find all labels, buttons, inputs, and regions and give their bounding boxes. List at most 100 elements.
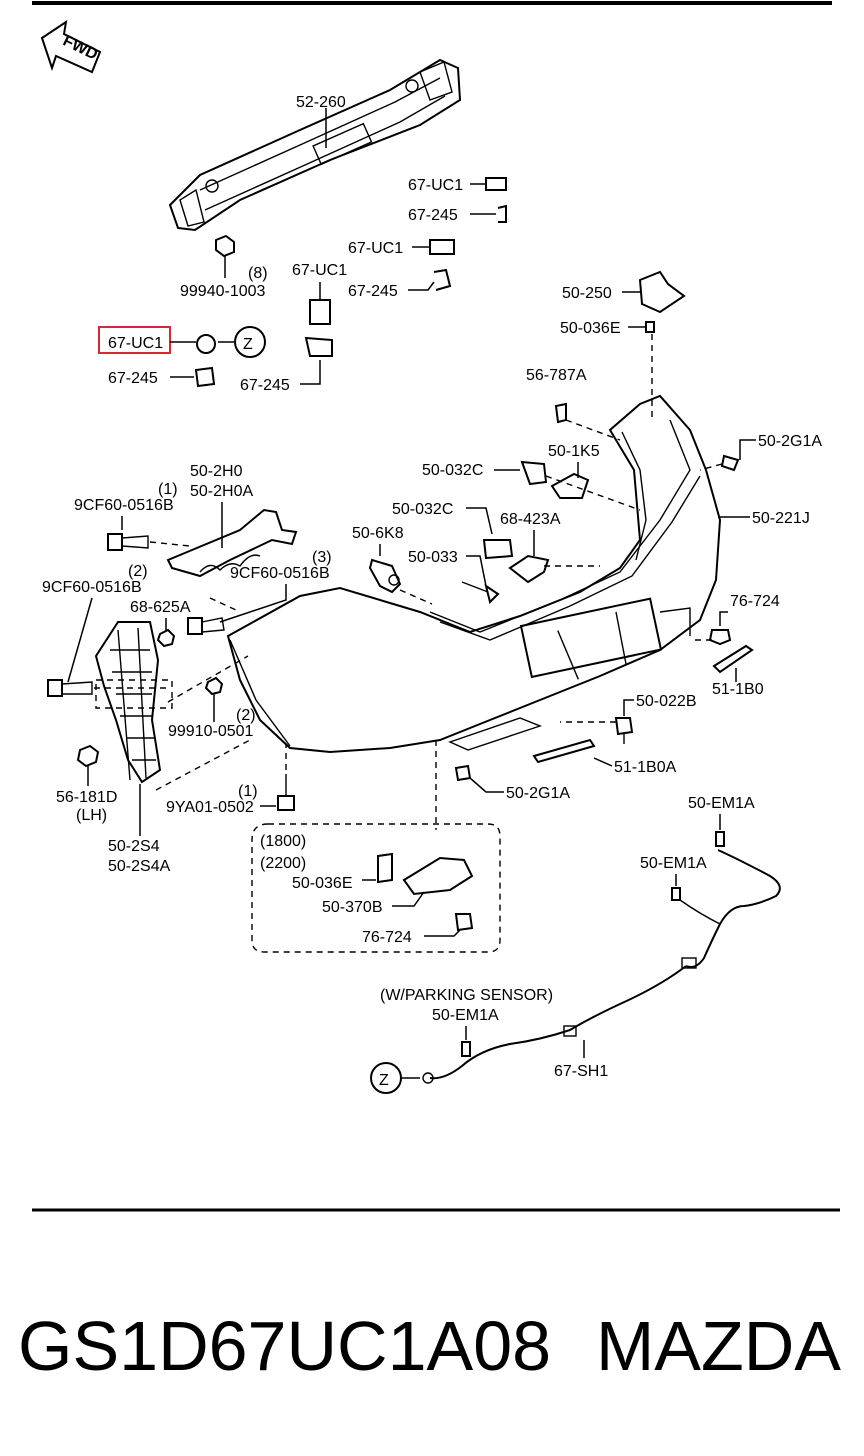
label-67-uc1-highlight: 67-UC1: [108, 335, 163, 352]
bracket-icon: [304, 336, 333, 357]
label-67-uc1-b: 67-UC1: [348, 240, 403, 257]
clip-icon: [454, 764, 472, 782]
label-99910-0501: 99910-0501: [168, 723, 254, 740]
label-1800: (1800): [260, 833, 306, 850]
clip-icon: [520, 460, 548, 486]
z-marker-icon: [234, 326, 266, 358]
clip-icon: [554, 402, 567, 424]
z-marker-icon: [370, 1062, 402, 1094]
bracket-icon: [550, 472, 590, 499]
variant-box: [251, 823, 501, 953]
label-9cf-qty-1: (1): [158, 481, 178, 498]
label-50-2s4: 50-2S4: [108, 838, 160, 855]
z-marker-label-bottom: Z: [379, 1072, 389, 1089]
screw-icon: [461, 581, 500, 604]
label-9cf60-0516b-c: 9CF60-0516B: [230, 565, 330, 582]
label-9ya01-0502: 9YA01-0502: [166, 799, 254, 816]
clip-icon: [196, 334, 216, 354]
bracket-icon: [402, 856, 474, 896]
clip-icon: [429, 239, 455, 255]
label-99940-qty: (8): [248, 265, 268, 282]
bolt-icon: [187, 617, 225, 635]
label-76-724-a: 76-724: [730, 593, 780, 610]
bracket-icon: [368, 558, 402, 594]
label-67-245-b: 67-245: [348, 283, 398, 300]
clip-icon: [482, 539, 514, 560]
clip-icon: [377, 852, 393, 884]
label-50-2h0a: 50-2H0A: [190, 483, 253, 500]
bracket-icon: [166, 508, 298, 578]
label-50-221j: 50-221J: [752, 510, 810, 527]
connector-icon: [422, 1072, 434, 1084]
nut-icon: [215, 234, 235, 258]
label-50-032c-b: 50-032C: [392, 501, 453, 518]
bracket-icon: [433, 268, 452, 291]
bolt-icon: [47, 679, 93, 697]
bumper-cover: [226, 394, 722, 754]
label-9cf-qty-2: (2): [128, 563, 148, 580]
clip-icon: [614, 717, 634, 744]
footer-part-number: GS1D67UC1A08: [18, 1307, 551, 1385]
nut-icon: [76, 744, 100, 768]
label-50-6k8: 50-6K8: [352, 525, 404, 542]
nut-icon: [156, 628, 176, 648]
bolt-icon: [107, 533, 149, 551]
clip-icon: [508, 554, 550, 584]
label-56-787a: 56-787A: [526, 367, 587, 384]
label-50-036e-b: 50-036E: [292, 875, 353, 892]
clip-icon: [461, 1041, 471, 1057]
bracket-icon: [497, 204, 507, 223]
label-9cf60-0516b-b: 9CF60-0516B: [42, 579, 142, 596]
label-9ya-qty: (1): [238, 783, 258, 800]
label-67-uc1-a: 67-UC1: [408, 177, 463, 194]
label-w-parking-sensor: (W/PARKING SENSOR): [380, 987, 553, 1004]
label-67-245-c: 67-245: [240, 377, 290, 394]
highlight-box: [98, 326, 171, 354]
clip-icon: [720, 454, 740, 472]
label-9cf-qty-3: (3): [312, 549, 332, 566]
label-52-260: 52-260: [296, 94, 346, 111]
label-50-em1a-a: 50-EM1A: [688, 795, 755, 812]
label-51-1b0a: 51-1B0A: [614, 759, 677, 776]
label-76-724-b: 76-724: [362, 929, 412, 946]
label-67-uc1-c: 67-UC1: [292, 262, 347, 279]
wire-harness: [429, 849, 781, 1080]
side-bracket: [94, 621, 162, 784]
fwd-arrow-icon: FWD: [40, 19, 102, 74]
clip-icon: [671, 887, 681, 901]
label-50-2g1a-a: 50-2G1A: [758, 433, 822, 450]
clip-icon: [454, 913, 474, 932]
reflector-icon: [712, 644, 754, 674]
label-67-sh1: 67-SH1: [554, 1063, 608, 1080]
label-99940-1003: 99940-1003: [180, 283, 266, 300]
label-50-1k5: 50-1K5: [548, 443, 600, 460]
label-56-181d: 56-181D: [56, 789, 117, 806]
bolt-icon: [277, 774, 295, 811]
label-68-625a: 68-625A: [130, 599, 191, 616]
label-50-036e-a: 50-036E: [560, 320, 621, 337]
label-50-2h0: 50-2H0: [190, 463, 243, 480]
label-67-245-d: 67-245: [108, 370, 158, 387]
label-9cf60-0516b-a: 9CF60-0516B: [74, 497, 174, 514]
label-50-2g1a-b: 50-2G1A: [506, 785, 570, 802]
label-50-em1a-b: 50-EM1A: [640, 855, 707, 872]
label-2200: (2200): [260, 855, 306, 872]
label-50-250: 50-250: [562, 285, 612, 302]
label-51-1b0: 51-1B0: [712, 681, 764, 698]
z-marker-label: Z: [243, 336, 253, 353]
reflector-icon: [532, 738, 596, 764]
label-50-032c-a: 50-032C: [422, 462, 483, 479]
label-50-370b: 50-370B: [322, 899, 383, 916]
nut-icon: [204, 676, 224, 696]
label-56-181d-side: (LH): [76, 807, 107, 824]
clip-icon: [485, 177, 507, 191]
bumper-reinforcement: [168, 58, 462, 232]
label-99910-qty: (2): [236, 707, 256, 724]
label-50-em1a-c: 50-EM1A: [432, 1007, 499, 1024]
bracket-icon: [194, 366, 216, 388]
label-50-033: 50-033: [408, 549, 458, 566]
label-50-022b: 50-022B: [636, 693, 697, 710]
clip-icon: [708, 629, 732, 646]
label-50-2s4a: 50-2S4A: [108, 858, 171, 875]
